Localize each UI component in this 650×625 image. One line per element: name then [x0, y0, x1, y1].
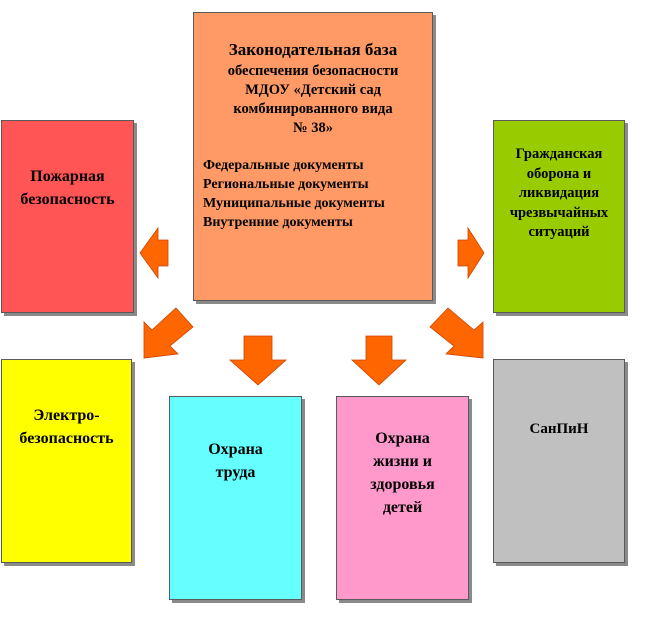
box-label-line: безопасность	[20, 191, 115, 208]
box-label-line: чрезвычайных	[509, 204, 609, 221]
legal-base-title: Законодательная база	[228, 40, 398, 59]
box-label-line: здоровья	[370, 476, 435, 493]
box-label-line: оборона и	[526, 165, 592, 182]
box-label-line: ситуаций	[528, 224, 590, 240]
document-item-regional: Региональные документы	[203, 177, 369, 192]
subtitle-line: обеспечения безопасности	[227, 63, 399, 79]
document-item-federal: Федеральные документы	[203, 158, 364, 173]
document-item-municipal: Муниципальные документы	[203, 196, 385, 211]
box-label-line: Охрана	[208, 441, 263, 458]
box-label-line: Электро-	[33, 407, 100, 424]
legal-base-box: Законодательная база обеспечения безопас…	[193, 12, 433, 301]
box-label-line: СанПиН	[529, 421, 589, 437]
box-label-line: Гражданская	[515, 146, 603, 162]
arrow-left-icon	[139, 226, 169, 280]
arrow-right-icon	[457, 226, 485, 280]
box-label-line: ликвидация	[518, 185, 600, 201]
box-label-line: жизни и	[373, 453, 432, 470]
subtitle-line: МДОУ «Детский сад	[245, 82, 381, 98]
electrical-safety-box: Электро- безопасность	[1, 359, 132, 563]
arrow-down-right-icon	[429, 307, 484, 359]
subtitle-line: № 38»	[293, 120, 333, 136]
subtitle-line: комбинированного вида	[233, 101, 393, 117]
box-label-line: безопасность	[19, 430, 114, 447]
document-list: Федеральные документы Региональные докум…	[203, 156, 385, 232]
fire-safety-box: Пожарная безопасность	[1, 120, 134, 313]
box-label-line: Пожарная	[30, 168, 105, 185]
labor-protection-box: Охрана труда	[169, 396, 302, 600]
arrow-down-left-icon	[143, 307, 194, 359]
box-label-line: труда	[215, 464, 256, 481]
arrow-down-icon	[228, 335, 288, 386]
legal-base-subtitle: обеспечения безопасности МДОУ «Детский с…	[228, 62, 399, 138]
civil-defense-box: Гражданская оборона и ликвидация чрезвыч…	[493, 120, 625, 313]
sanpin-box: СанПиН	[493, 359, 625, 563]
box-label-line: детей	[382, 499, 423, 516]
document-item-internal: Внутренние документы	[203, 215, 353, 230]
box-label-line: Охрана	[375, 430, 430, 447]
children-health-box: Охрана жизни и здоровья детей	[336, 396, 469, 600]
arrow-down-icon	[350, 335, 408, 386]
